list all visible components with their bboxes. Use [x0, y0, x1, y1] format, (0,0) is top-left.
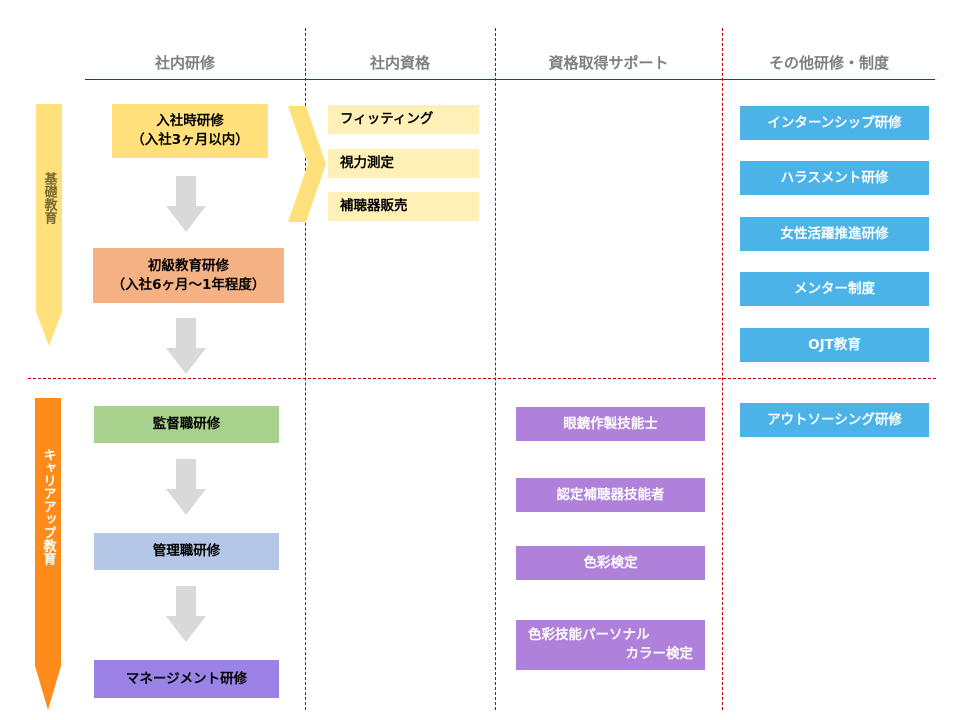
entry-training-box: 入社時研修 （入社3ヶ月以内）	[112, 104, 268, 158]
qualification-hearing-aid-sales: 補聴器販売	[328, 192, 479, 221]
chevron-right-icon	[288, 106, 326, 222]
cert-personal-color-line1: 色彩技能パーソナル	[528, 627, 650, 643]
cert-hearing-aid-technician: 認定補聴器技能者	[516, 478, 705, 512]
cert-eyeglass-technician: 眼鏡作製技能士	[516, 407, 705, 441]
column-divider-3	[722, 28, 723, 710]
beginner-training-box: 初級教育研修 （入社6ヶ月～1年程度）	[93, 248, 284, 303]
basic-education-arrow	[36, 104, 62, 346]
column-divider-2	[495, 28, 496, 710]
section-divider	[28, 378, 936, 379]
career-education-arrow	[35, 398, 61, 710]
cert-color-test: 色彩検定	[516, 546, 705, 580]
program-women-advancement: 女性活躍推進研修	[740, 217, 929, 251]
qualification-fitting: フィッティング	[328, 105, 479, 134]
beginner-training-title: 初級教育研修	[148, 257, 229, 274]
flow-arrow-icon	[166, 318, 206, 374]
program-harassment: ハラスメント研修	[740, 161, 929, 195]
column-header-internal-qualifications: 社内資格	[369, 54, 430, 72]
cert-personal-color-line2: カラー検定	[625, 646, 694, 662]
entry-training-title: 入社時研修	[156, 113, 224, 129]
entry-training-period: （入社3ヶ月以内）	[131, 132, 249, 148]
cert-personal-color-test: 色彩技能パーソナル カラー検定	[516, 620, 705, 670]
flow-arrow-icon	[166, 459, 206, 515]
manager-training-box: 管理職研修	[94, 533, 279, 570]
management-training-box: マネージメント研修	[94, 660, 279, 698]
header-underline	[85, 79, 935, 80]
supervisor-training-box: 監督職研修	[94, 406, 279, 443]
beginner-training-period: （入社6ヶ月～1年程度）	[111, 276, 266, 293]
column-header-certification-support: 資格取得サポート	[548, 54, 669, 72]
program-ojt: OJT教育	[740, 328, 929, 362]
flow-arrow-icon	[166, 176, 206, 232]
program-mentor: メンター制度	[740, 272, 929, 306]
program-internship: インターンシップ研修	[740, 106, 929, 140]
column-header-other-programs: その他研修・制度	[768, 54, 889, 72]
column-header-internal-training: 社内研修	[154, 54, 215, 72]
flow-arrow-icon	[166, 586, 206, 642]
program-outsourcing: アウトソーシング研修	[740, 403, 929, 437]
qualification-vision-test: 視力測定	[328, 149, 479, 178]
career-education-label: キャリアアップ教育	[40, 448, 56, 565]
basic-education-label: 基礎教育	[41, 172, 57, 224]
column-divider-1	[305, 28, 306, 710]
